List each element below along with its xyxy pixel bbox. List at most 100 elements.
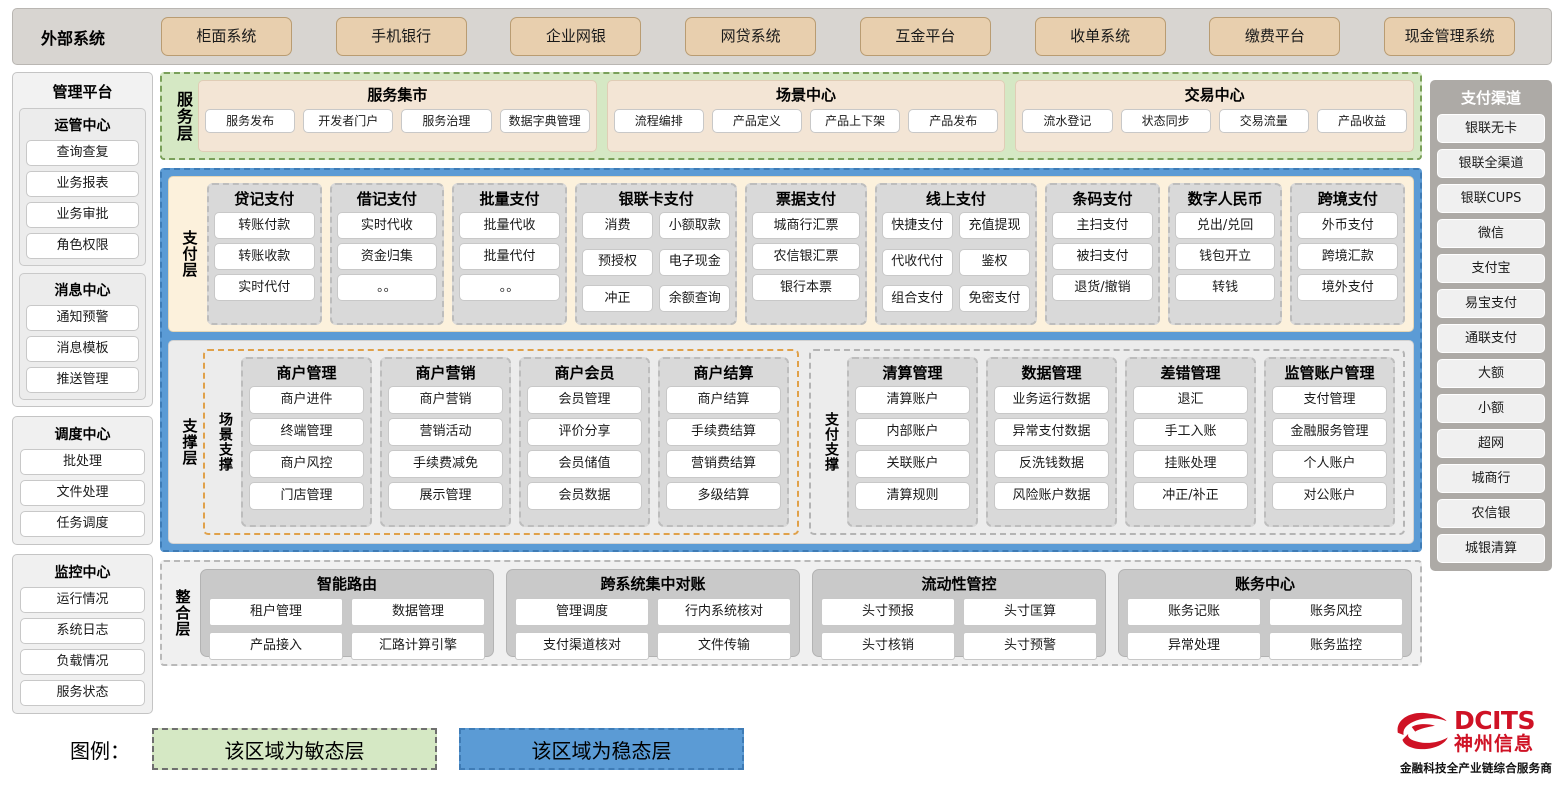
- management-item[interactable]: 查询查复: [26, 140, 139, 166]
- payment-channel-item[interactable]: 大额: [1437, 359, 1545, 388]
- management-item[interactable]: 通知预警: [26, 305, 139, 331]
- external-system-chip[interactable]: 手机银行: [335, 17, 467, 56]
- payment-item[interactable]: 转钱: [1174, 274, 1276, 301]
- support-item[interactable]: 商户结算: [666, 386, 781, 414]
- support-item[interactable]: 金融服务管理: [1272, 418, 1387, 446]
- payment-item[interactable]: 城商行汇票: [752, 212, 860, 239]
- payment-item[interactable]: 免密支付: [958, 285, 1031, 313]
- payment-channel-item[interactable]: 银联全渠道: [1437, 149, 1545, 178]
- support-item[interactable]: 退汇: [1133, 386, 1248, 414]
- support-item[interactable]: 冲正/补正: [1133, 482, 1248, 510]
- integration-item[interactable]: 产品接入: [209, 632, 343, 660]
- payment-item[interactable]: 余额查询: [659, 285, 731, 313]
- payment-item[interactable]: 主扫支付: [1052, 212, 1153, 239]
- external-system-chip[interactable]: 现金管理系统: [1384, 17, 1516, 56]
- support-item[interactable]: 个人账户: [1272, 450, 1387, 478]
- support-item[interactable]: 清算账户: [855, 386, 970, 414]
- payment-item[interactable]: 小额取款: [659, 212, 731, 239]
- service-item[interactable]: 产品收益: [1316, 109, 1408, 133]
- payment-channel-item[interactable]: 微信: [1437, 219, 1545, 248]
- management-item[interactable]: 业务报表: [26, 171, 139, 197]
- payment-item[interactable]: 预授权: [581, 248, 654, 276]
- payment-item[interactable]: 被扫支付: [1052, 243, 1153, 270]
- payment-item[interactable]: 退货/撤销: [1052, 274, 1153, 301]
- support-item[interactable]: 业务运行数据: [994, 386, 1109, 414]
- payment-item[interactable]: 充值提现: [958, 212, 1031, 239]
- support-item[interactable]: 手续费结算: [666, 418, 781, 446]
- payment-item[interactable]: 兑出/兑回: [1174, 212, 1276, 239]
- management-item[interactable]: 服务状态: [20, 680, 145, 706]
- integration-item[interactable]: 管理调度: [515, 598, 649, 626]
- service-item[interactable]: 开发者门户: [303, 109, 394, 133]
- management-item[interactable]: 业务审批: [26, 202, 139, 228]
- integration-item[interactable]: 行内系统核对: [657, 598, 791, 626]
- payment-channel-item[interactable]: 农信银: [1437, 499, 1545, 528]
- support-item[interactable]: 展示管理: [388, 482, 503, 510]
- external-system-chip[interactable]: 网贷系统: [685, 17, 817, 56]
- external-system-chip[interactable]: 互金平台: [859, 17, 991, 56]
- integration-item[interactable]: 头寸核销: [821, 632, 955, 660]
- support-item[interactable]: 支付管理: [1272, 386, 1387, 414]
- service-item[interactable]: 状态同步: [1120, 109, 1211, 133]
- payment-channel-item[interactable]: 银联CUPS: [1437, 184, 1545, 213]
- integration-item[interactable]: 头寸匡算: [963, 598, 1097, 626]
- integration-item[interactable]: 文件传输: [657, 632, 791, 660]
- support-item[interactable]: 挂账处理: [1133, 450, 1248, 478]
- payment-item[interactable]: 快捷支付: [881, 212, 953, 239]
- service-item[interactable]: 产品定义: [711, 109, 803, 133]
- support-item[interactable]: 风险账户数据: [994, 482, 1109, 510]
- service-item[interactable]: 产品上下架: [810, 109, 901, 133]
- payment-item[interactable]: 钱包开立: [1174, 243, 1276, 270]
- integration-item[interactable]: 头寸预警: [963, 632, 1097, 660]
- payment-channel-item[interactable]: 支付宝: [1437, 254, 1545, 283]
- management-item[interactable]: 推送管理: [26, 367, 139, 393]
- support-item[interactable]: 清算规则: [855, 482, 970, 510]
- integration-item[interactable]: 数据管理: [351, 598, 485, 626]
- payment-item[interactable]: 批量代付: [459, 243, 560, 270]
- payment-item[interactable]: 跨境汇款: [1297, 243, 1398, 270]
- integration-item[interactable]: 账务记账: [1127, 598, 1261, 626]
- payment-item[interactable]: 批量代收: [459, 212, 560, 239]
- support-item[interactable]: 对公账户: [1272, 482, 1387, 510]
- payment-item[interactable]: 实时代付: [214, 274, 315, 301]
- integration-item[interactable]: 汇路计算引擎: [351, 632, 485, 660]
- payment-channel-item[interactable]: 银联无卡: [1437, 114, 1545, 143]
- payment-channel-item[interactable]: 城银清算: [1437, 534, 1545, 563]
- payment-item[interactable]: 转账付款: [214, 212, 315, 239]
- support-item[interactable]: 会员管理: [527, 386, 642, 414]
- support-item[interactable]: 反洗钱数据: [994, 450, 1109, 478]
- payment-item[interactable]: 境外支付: [1297, 274, 1398, 301]
- payment-channel-item[interactable]: 小额: [1437, 394, 1545, 423]
- management-item[interactable]: 运行情况: [20, 587, 145, 613]
- support-item[interactable]: 终端管理: [249, 418, 364, 446]
- support-item[interactable]: 商户风控: [249, 450, 364, 478]
- service-item[interactable]: 交易流量: [1218, 109, 1309, 133]
- support-item[interactable]: 会员储值: [527, 450, 642, 478]
- support-item[interactable]: 门店管理: [249, 482, 364, 510]
- service-item[interactable]: 服务发布: [205, 109, 296, 133]
- management-item[interactable]: 角色权限: [26, 233, 139, 259]
- payment-item[interactable]: 银行本票: [752, 274, 860, 301]
- external-system-chip[interactable]: 企业网银: [510, 17, 642, 56]
- support-item[interactable]: 手续费减免: [388, 450, 503, 478]
- integration-item[interactable]: 异常处理: [1127, 632, 1261, 660]
- payment-item[interactable]: 电子现金: [659, 248, 731, 276]
- payment-channel-item[interactable]: 城商行: [1437, 464, 1545, 493]
- support-item[interactable]: 关联账户: [855, 450, 970, 478]
- service-item[interactable]: 流水登记: [1022, 109, 1113, 133]
- support-item[interactable]: 会员数据: [527, 482, 642, 510]
- support-item[interactable]: 多级结算: [666, 482, 781, 510]
- payment-channel-item[interactable]: 超网: [1437, 429, 1545, 458]
- integration-item[interactable]: 租户管理: [209, 598, 343, 626]
- payment-channel-item[interactable]: 通联支付: [1437, 324, 1545, 353]
- payment-item[interactable]: 资金归集: [336, 243, 438, 270]
- payment-item[interactable]: 。。: [336, 274, 438, 301]
- external-system-chip[interactable]: 缴费平台: [1209, 17, 1341, 56]
- payment-item[interactable]: 外币支付: [1297, 212, 1398, 239]
- management-item[interactable]: 任务调度: [20, 511, 145, 537]
- external-system-chip[interactable]: 收单系统: [1034, 17, 1166, 56]
- payment-item[interactable]: 农信银汇票: [752, 243, 860, 270]
- support-item[interactable]: 评价分享: [527, 418, 642, 446]
- support-item[interactable]: 异常支付数据: [994, 418, 1109, 446]
- management-item[interactable]: 消息模板: [26, 336, 139, 362]
